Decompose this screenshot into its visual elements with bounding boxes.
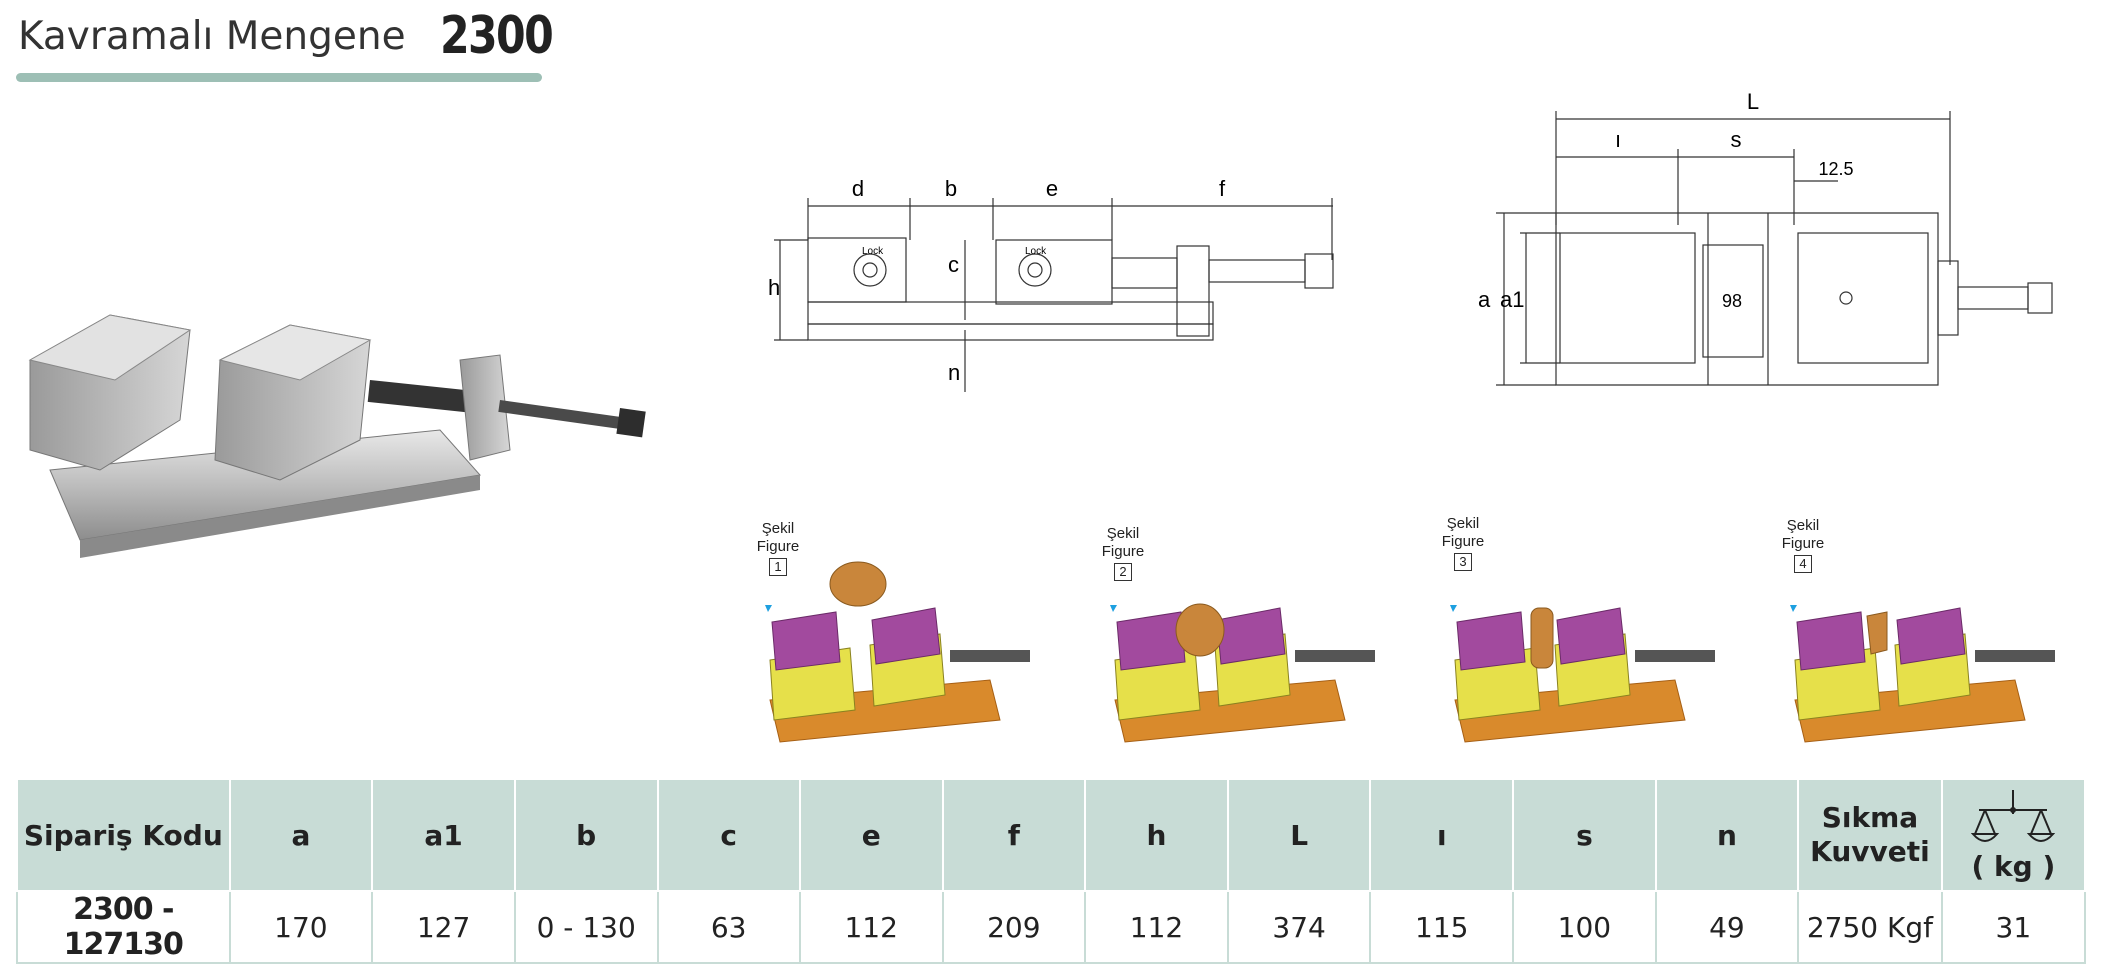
header-s: s bbox=[1512, 778, 1657, 892]
dim-e: e bbox=[1046, 176, 1058, 201]
weight-unit: ( kg ) bbox=[1971, 850, 2056, 883]
cell-h: 112 bbox=[1084, 890, 1229, 964]
dim-b: b bbox=[945, 176, 957, 201]
model-number: 2300 bbox=[440, 6, 554, 66]
force-line-1: Sıkma bbox=[1821, 801, 1919, 834]
figure-illustration bbox=[1450, 605, 1715, 743]
dim-n: n bbox=[948, 360, 960, 385]
figure-illustration bbox=[765, 561, 1030, 743]
dim-h: h bbox=[768, 275, 780, 300]
lock-label-1: Lock bbox=[862, 246, 884, 257]
header-order-code: Sipariş Kodu bbox=[16, 778, 231, 892]
dim-d: d bbox=[852, 176, 864, 201]
dim-98: 98 bbox=[1722, 291, 1742, 311]
table-row: 2300 - 127130 170 127 0 - 130 63 112 209… bbox=[16, 890, 2087, 964]
force-line-2: Kuvveti bbox=[1810, 835, 1930, 868]
dim-c: c bbox=[948, 252, 959, 277]
header-a1: a1 bbox=[371, 778, 516, 892]
cell-weight: 31 bbox=[1940, 890, 2087, 964]
figure-number: 3 bbox=[1454, 553, 1472, 571]
figure-number: 4 bbox=[1794, 555, 1812, 573]
cell-e: 112 bbox=[798, 890, 944, 964]
header-c: c bbox=[656, 778, 801, 892]
balance-scale-icon bbox=[1971, 790, 2056, 842]
header-h: h bbox=[1084, 778, 1229, 892]
header-b: b bbox=[513, 778, 659, 892]
header-L: L bbox=[1226, 778, 1372, 892]
figure-illustration bbox=[1790, 605, 2055, 743]
side-view-drawing: d b e f h c n Lock Lock bbox=[768, 176, 1334, 392]
cell-order-code: 2300 - 127130 bbox=[16, 890, 231, 964]
cell-a1: 127 bbox=[371, 890, 516, 964]
header-weight: ( kg ) bbox=[1940, 778, 2087, 892]
spec-table: Sipariş Kodu a a1 b c e f h L ı s n Sıkm… bbox=[16, 778, 2087, 964]
dim-i: ı bbox=[1615, 127, 1621, 152]
cell-b: 0 - 130 bbox=[513, 890, 659, 964]
cell-s: 100 bbox=[1512, 890, 1657, 964]
cell-c: 63 bbox=[656, 890, 801, 964]
figure-number: 1 bbox=[769, 558, 787, 576]
header-a: a bbox=[228, 778, 374, 892]
dim-a1: a1 bbox=[1500, 287, 1524, 312]
cell-a: 170 bbox=[228, 890, 374, 964]
dim-s: s bbox=[1731, 127, 1742, 152]
cell-L: 374 bbox=[1226, 890, 1372, 964]
dim-f: f bbox=[1219, 176, 1226, 201]
product-photo bbox=[28, 314, 646, 558]
lock-label-2: Lock bbox=[1025, 246, 1047, 257]
header-underline bbox=[16, 73, 542, 82]
page-header: Kavramalı Mengene 2300 bbox=[16, 0, 554, 84]
dim-12-5: 12.5 bbox=[1818, 159, 1853, 179]
dim-L: L bbox=[1747, 89, 1759, 114]
header-e: e bbox=[798, 778, 944, 892]
cell-clamping-force: 2750 Kgf bbox=[1797, 890, 1943, 964]
cell-i: 115 bbox=[1369, 890, 1515, 964]
header-i: ı bbox=[1369, 778, 1515, 892]
header-n: n bbox=[1654, 778, 1800, 892]
cell-f: 209 bbox=[941, 890, 1087, 964]
figure-number: 2 bbox=[1114, 563, 1132, 581]
table-header-row: Sipariş Kodu a a1 b c e f h L ı s n Sıkm… bbox=[16, 778, 2087, 892]
cell-n: 49 bbox=[1654, 890, 1800, 964]
header-f: f bbox=[941, 778, 1087, 892]
header-clamping-force: Sıkma Kuvveti bbox=[1797, 778, 1943, 892]
figure-illustration bbox=[1110, 603, 1375, 743]
dim-a: a bbox=[1478, 287, 1491, 312]
top-view-drawing: L ı s 12.5 a a1 98 bbox=[1478, 89, 2053, 386]
page-title: Kavramalı Mengene bbox=[18, 14, 406, 59]
